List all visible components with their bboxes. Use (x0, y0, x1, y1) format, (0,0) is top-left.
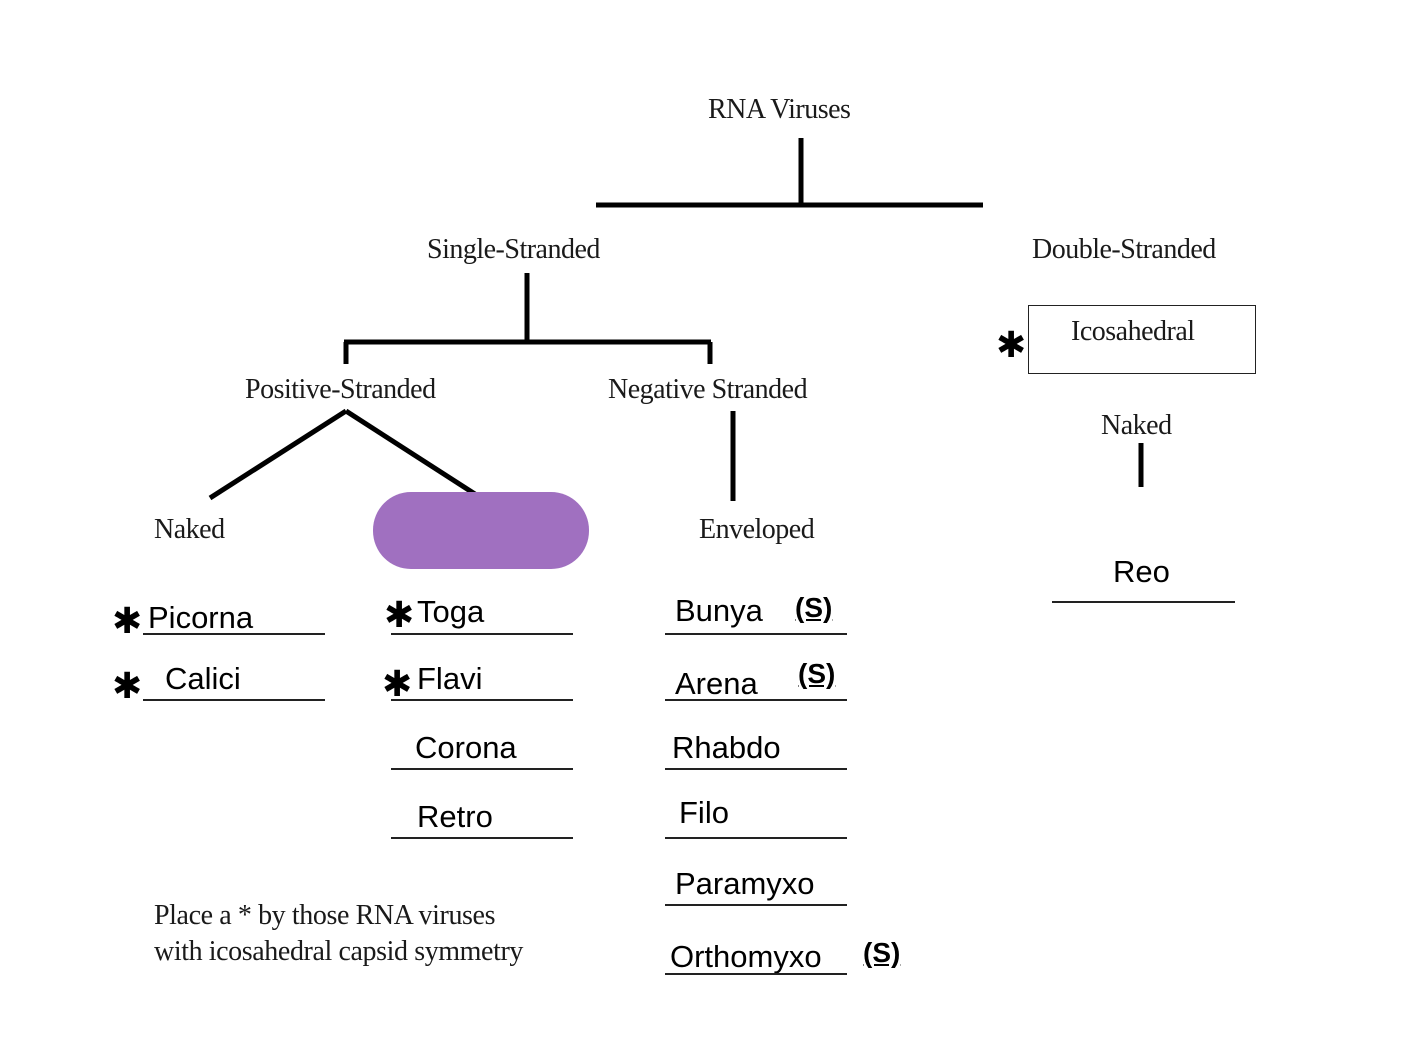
answer-line (391, 837, 573, 839)
virus-arena: Arena (675, 666, 758, 701)
pos-to-naked (208, 408, 348, 501)
pos-naked-label: Naked (154, 514, 225, 545)
virus-retro: Retro (417, 799, 493, 834)
segmented-marker: (S) (795, 592, 833, 623)
asterisk-icon: ✱ (996, 325, 1027, 366)
asterisk-icon: ✱ (384, 595, 415, 636)
instruction-line-2: with icosahedral capsid symmetry (154, 936, 523, 967)
answer-line (143, 633, 325, 635)
virus-orthomyxo: Orthomyxo (670, 939, 822, 974)
virus-reo: Reo (1113, 554, 1170, 589)
root-title: RNA Viruses (708, 94, 851, 125)
virus-picorna: Picorna (148, 600, 254, 635)
ds-naked-label: Naked (1101, 410, 1172, 441)
virus-paramyxo: Paramyxo (675, 866, 815, 901)
answer-line (391, 699, 573, 701)
instruction-line-1: Place a * by those RNA viruses (154, 900, 496, 931)
asterisk-icon: ✱ (112, 601, 143, 642)
asterisk-icon: ✱ (382, 664, 413, 705)
hidden-answer-highlight (373, 492, 589, 569)
virus-filo: Filo (679, 795, 729, 830)
neg-enveloped-label: Enveloped (699, 514, 815, 545)
single-stranded-label: Single-Stranded (427, 234, 600, 265)
asterisk-icon: ✱ (112, 666, 143, 707)
pos-to-enveloped (344, 408, 480, 499)
virus-calici: Calici (165, 661, 241, 696)
segmented-marker: (S) (798, 658, 836, 689)
virus-toga: Toga (417, 594, 485, 629)
answer-line (143, 699, 325, 701)
icosahedral-label: Icosahedral (1071, 316, 1195, 347)
answer-line (665, 904, 847, 906)
answer-line (391, 768, 573, 770)
virus-corona: Corona (415, 730, 517, 765)
answer-line (1052, 601, 1235, 603)
segmented-marker: (S) (863, 937, 901, 968)
answer-line (665, 837, 847, 839)
answer-line (665, 633, 847, 635)
positive-stranded-label: Positive-Stranded (245, 374, 436, 405)
answer-line (665, 699, 847, 701)
answer-line (665, 973, 847, 975)
virus-rhabdo: Rhabdo (672, 730, 781, 765)
double-stranded-label: Double-Stranded (1032, 234, 1216, 265)
virus-bunya: Bunya (675, 593, 763, 628)
negative-stranded-label: Negative Stranded (608, 374, 808, 405)
answer-line (391, 633, 573, 635)
icosahedral-box (1028, 305, 1256, 374)
virus-flavi: Flavi (417, 661, 483, 696)
answer-line (665, 768, 847, 770)
